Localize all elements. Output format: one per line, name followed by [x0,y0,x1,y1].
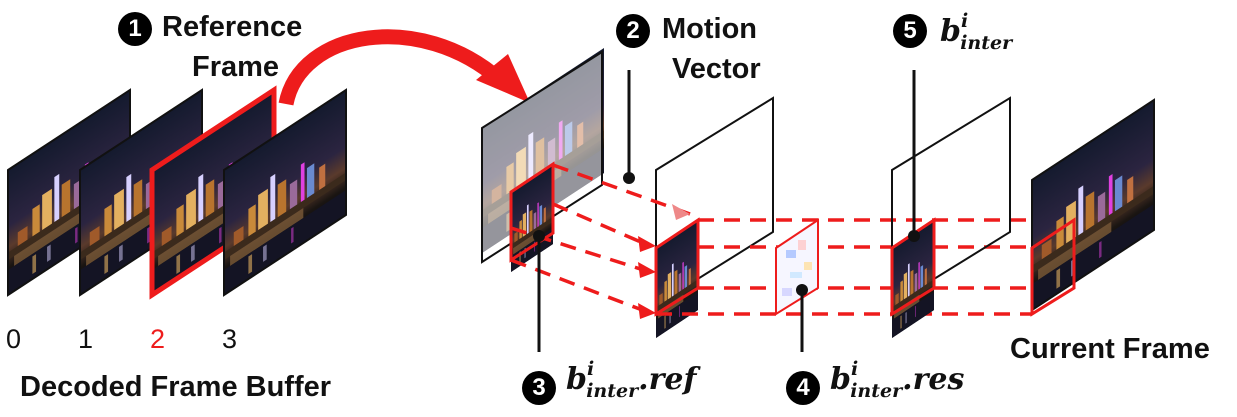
reference-frame-enlarged [481,48,604,272]
leader-lines [537,70,916,352]
buffer-index-2: 2 [150,324,166,354]
current-frame-label: Current Frame [1010,333,1210,365]
step-5-label: biinter [940,10,1013,54]
step-4-label: biinter.res [830,358,965,402]
residual-block [775,218,819,316]
step-1-label-line2: Frame [192,51,280,83]
step-1-label-line1: Reference [162,11,303,43]
current-frame [1030,98,1155,317]
step-5-badge: 5 [893,14,927,48]
buffer-title: Decoded Frame Buffer [20,371,332,403]
current-block [1030,217,1076,317]
step-2-badge: 2 [616,14,650,48]
step-2-label-line1: Motion [662,13,758,45]
buffer-index-1: 1 [78,324,94,354]
step-2-label-line2: Vector [672,53,761,85]
reference-curve-arrow [278,29,505,106]
reference-curve-arrowhead [476,54,530,103]
step-1-badge: 1 [118,12,152,46]
projection-dashes-1 [510,163,691,315]
step-3-label: biinter.ref [566,358,697,402]
buffer-index-3: 3 [222,324,238,354]
buffer-index-0: 0 [6,324,22,354]
mv-block [654,217,700,338]
buffer-frame-3 [223,88,347,297]
inter-block [890,217,936,338]
step-4-badge: 4 [786,371,820,405]
reference-block [509,161,555,263]
leader-dots [533,172,920,296]
step-3-badge: 3 [522,371,556,405]
projection-dashes-2 [656,218,1032,316]
